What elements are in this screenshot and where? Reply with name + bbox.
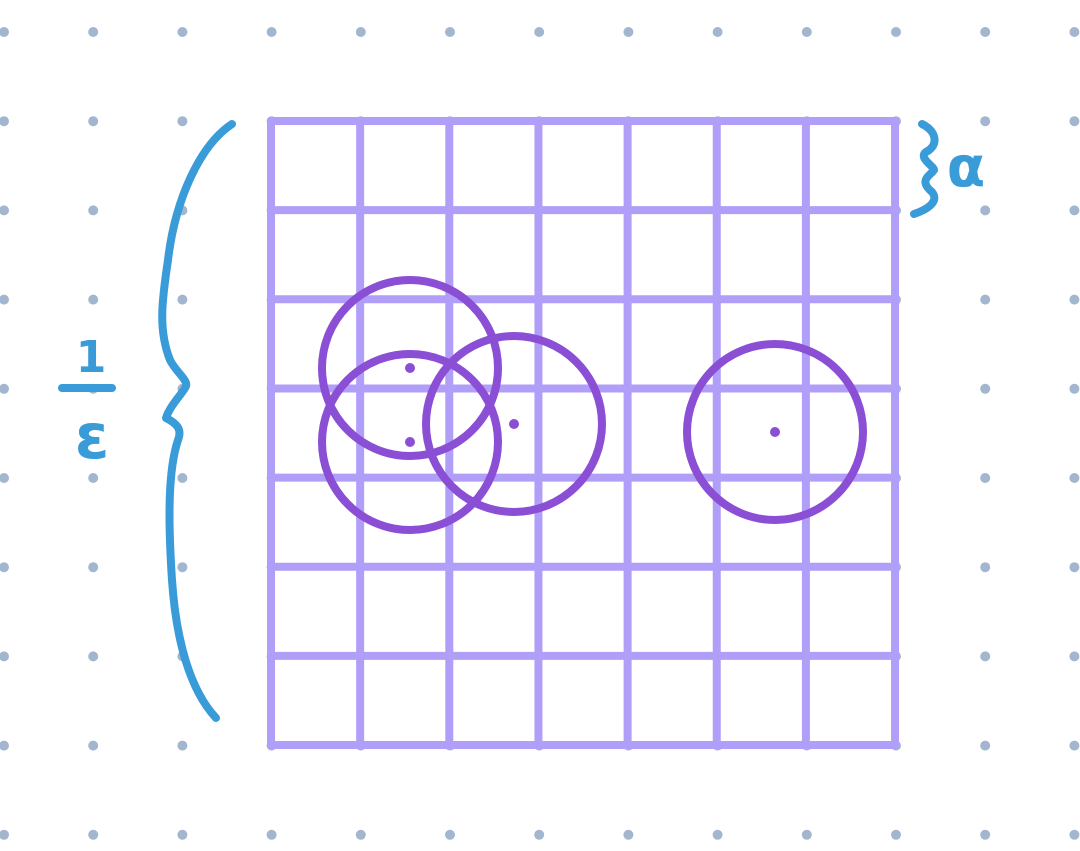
- background-dot: [980, 562, 991, 573]
- background-dot: [0, 205, 9, 216]
- background-dot: [88, 829, 99, 840]
- range-circle: [422, 332, 606, 516]
- background-dot: [0, 562, 9, 573]
- background-dot: [980, 829, 991, 840]
- background-dot: [623, 27, 634, 37]
- background-dot: [1069, 27, 1080, 37]
- background-dot: [801, 829, 812, 840]
- background-dot: [712, 27, 723, 37]
- background-dot: [0, 116, 9, 127]
- background-dot: [891, 829, 901, 840]
- cell-size-label: α: [947, 135, 985, 200]
- background-dot: [177, 116, 188, 127]
- background-dot: [623, 829, 634, 840]
- background-dot: [980, 651, 991, 662]
- background-dot: [980, 116, 991, 127]
- circle-center-point: [405, 437, 415, 447]
- background-dot: [1069, 562, 1080, 573]
- background-dot: [88, 205, 99, 216]
- background-dot: [1069, 651, 1080, 662]
- background-dot: [0, 473, 9, 483]
- background-dot: [88, 651, 99, 662]
- background-dot: [0, 829, 9, 840]
- background-dot: [177, 27, 188, 37]
- background-dot: [355, 829, 366, 840]
- background-dot: [88, 473, 99, 483]
- background-dot: [534, 829, 545, 840]
- background-dot: [1069, 205, 1080, 216]
- background-dot: [0, 294, 9, 305]
- range-circle: [318, 276, 502, 460]
- background-dot: [1069, 473, 1080, 483]
- background-dot: [445, 829, 455, 840]
- background-dot: [177, 829, 188, 840]
- background-dot: [177, 473, 188, 483]
- background-dot: [88, 116, 99, 127]
- background-dot: [980, 473, 991, 483]
- background-dot: [177, 294, 188, 305]
- background-dot: [0, 740, 9, 751]
- background-dot: [1069, 383, 1080, 394]
- background-dot: [712, 829, 723, 840]
- background-dot: [1069, 740, 1080, 751]
- background-dot: [0, 651, 9, 662]
- background-dot: [980, 205, 991, 216]
- background-dot: [1069, 116, 1080, 127]
- background-dot: [445, 27, 455, 37]
- background-dot: [1069, 294, 1080, 305]
- background-dot: [177, 562, 188, 573]
- circle-group: [318, 276, 867, 534]
- background-dot: [355, 27, 366, 37]
- fraction-numerator: 1: [76, 332, 107, 383]
- background-dot: [980, 383, 991, 394]
- background-dot: [88, 294, 99, 305]
- epsilon-fraction-label: 1 ε: [58, 332, 116, 473]
- background-dot: [891, 27, 901, 37]
- background-dot: [980, 27, 991, 37]
- background-dot: [88, 27, 99, 37]
- background-dot: [266, 829, 277, 840]
- circle-center-point: [770, 427, 780, 437]
- background-dot: [266, 27, 277, 37]
- circle-center-point: [509, 419, 519, 429]
- background-dot: [1069, 829, 1080, 840]
- background-dot: [0, 27, 9, 37]
- background-dot: [0, 383, 9, 394]
- background-dot: [980, 740, 991, 751]
- range-circle: [318, 350, 502, 534]
- background-dot: [88, 562, 99, 573]
- fraction-denominator: ε: [75, 400, 110, 473]
- background-dot: [801, 27, 812, 37]
- square-grid: [267, 117, 900, 750]
- background-dot: [980, 294, 991, 305]
- circle-center-point: [405, 363, 415, 373]
- background-dot: [534, 27, 545, 37]
- right-small-brace: [910, 120, 939, 218]
- range-circle: [683, 340, 867, 524]
- background-dot: [88, 740, 99, 751]
- left-curly-brace: [158, 120, 236, 722]
- background-dot: [177, 740, 188, 751]
